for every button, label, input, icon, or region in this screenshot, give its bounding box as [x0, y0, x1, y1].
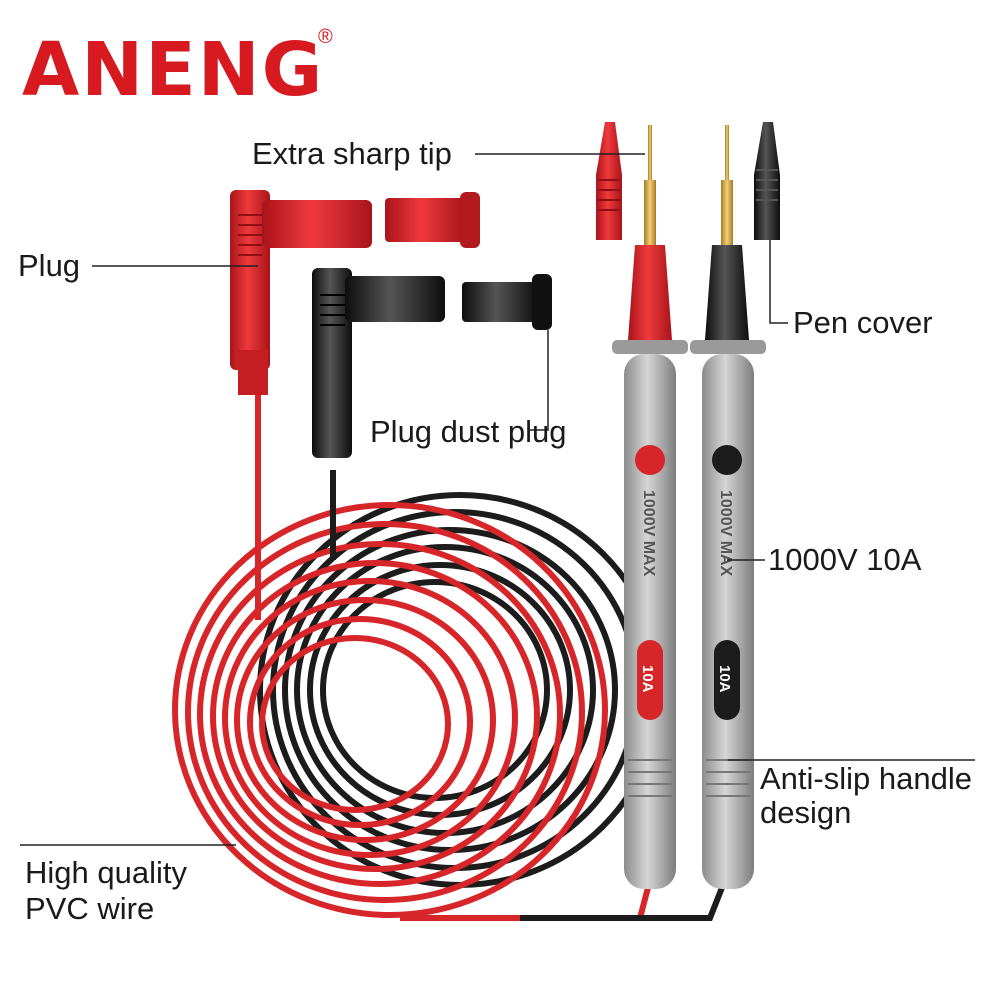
red-banana-plug — [230, 190, 372, 395]
label-anti-slip-line1: Anti-slip handle — [760, 761, 972, 796]
red-plug-dust-cap — [385, 192, 480, 248]
black-probe — [690, 125, 766, 889]
registered-mark: ® — [318, 26, 333, 48]
label-rating: 1000V 10A — [768, 542, 922, 577]
black-plug-dust-cap — [462, 274, 552, 330]
label-plug: Plug — [18, 248, 81, 283]
brand-logo: ANENG — [22, 27, 325, 113]
callout-lines — [20, 153, 975, 846]
red-wire-coil — [172, 502, 608, 918]
label-pvc-line1: High quality — [25, 855, 187, 890]
black-probe-rating-marking: 1000V MAX — [717, 490, 734, 577]
red-probe-rating-marking: 1000V MAX — [640, 490, 657, 577]
red-probe-current-marking: 10A — [639, 665, 656, 693]
black-pen-cover — [754, 122, 780, 240]
red-pen-cover — [596, 122, 622, 240]
label-pvc-line2: PVC wire — [25, 891, 155, 926]
label-pen-cover: Pen cover — [793, 305, 933, 340]
red-probe — [612, 125, 688, 889]
label-extra-sharp-tip: Extra sharp tip — [252, 136, 452, 171]
black-probe-current-marking: 10A — [716, 665, 733, 693]
black-banana-plug — [312, 268, 445, 458]
label-plug-dust-plug: Plug dust plug — [370, 414, 567, 449]
label-anti-slip-line2: design — [760, 795, 852, 830]
